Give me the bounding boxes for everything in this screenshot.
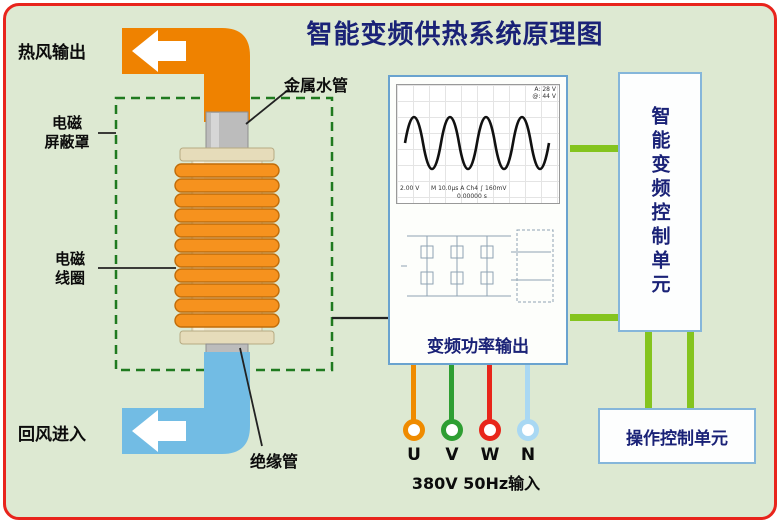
scope-readout-2: @: 44 V bbox=[532, 93, 556, 100]
scope-readout-timebase: M 10.0μs A Ch4 ∫ 160mV bbox=[431, 185, 507, 193]
phase-terminal-u: U bbox=[402, 365, 426, 477]
connector-panel-to-control-top bbox=[570, 145, 618, 152]
phase-ring-u bbox=[403, 419, 425, 441]
metal-water-pipe-highlight bbox=[211, 113, 219, 151]
phase-label-w: W bbox=[480, 445, 500, 465]
leader-lines bbox=[98, 89, 289, 447]
insulation-pipe-label: 绝缘管 bbox=[250, 452, 299, 471]
connector-control-to-operation-right bbox=[687, 332, 694, 408]
phase-ring-v bbox=[441, 419, 463, 441]
phase-terminal-w: W bbox=[478, 365, 502, 477]
insulation-leader-line bbox=[239, 347, 263, 447]
metal-water-pipe-label: 金属水管 bbox=[284, 76, 349, 95]
hot-air-output-label: 热风输出 bbox=[18, 43, 86, 63]
frequency-control-unit-label: 智能变频控制单元 bbox=[648, 106, 671, 298]
phase-label-u: U bbox=[407, 445, 421, 465]
hot-air-arrow-icon bbox=[132, 30, 186, 72]
cylinder-top-flange bbox=[179, 147, 275, 162]
scope-readout-1: A: 28 V bbox=[534, 86, 556, 93]
power-output-label: 变频功率输出 bbox=[427, 337, 529, 357]
page-title: 智能变频供热系统原理图 bbox=[306, 20, 604, 50]
metal-pipe-leader-line bbox=[245, 89, 289, 125]
phase-label-v: V bbox=[445, 445, 459, 465]
scope-readout-ch: 2.00 V bbox=[400, 185, 420, 193]
inverter-circuit-schematic bbox=[401, 229, 554, 303]
shield-label: 电磁 屏蔽罩 bbox=[44, 114, 90, 151]
phase-ring-n bbox=[517, 419, 539, 441]
phase-terminal-n: N bbox=[516, 365, 540, 477]
phase-wire-n bbox=[525, 365, 530, 421]
phase-ring-w bbox=[479, 419, 501, 441]
return-air-arrow-icon bbox=[132, 410, 186, 452]
connector-control-to-operation-left bbox=[645, 332, 652, 408]
phase-wire-u bbox=[411, 365, 416, 421]
phase-wire-w bbox=[487, 365, 492, 421]
return-air-input-label: 回风进入 bbox=[18, 425, 86, 445]
sine-waveform bbox=[403, 116, 551, 170]
phase-label-n: N bbox=[520, 445, 536, 465]
connector-panel-to-control-bottom bbox=[570, 314, 618, 321]
phase-wire-v bbox=[449, 365, 454, 421]
operation-control-unit-label: 操作控制单元 bbox=[626, 428, 728, 449]
power-input-caption: 380V 50Hz输入 bbox=[411, 474, 541, 493]
coil-label: 电磁 线圈 bbox=[54, 250, 85, 287]
phase-terminal-v: V bbox=[440, 365, 464, 477]
frequency-control-unit-box: 智能变频控制单元 bbox=[618, 72, 702, 332]
electromagnetic-coil bbox=[174, 163, 280, 328]
scope-readout-offset: 0.00000 s bbox=[457, 193, 487, 201]
operation-control-unit-box: 操作控制单元 bbox=[598, 408, 756, 464]
cylinder-bottom-flange bbox=[179, 330, 275, 345]
oscilloscope-screen: A: 28 V @: 44 V 2.00 V M 10.0μs A Ch4 ∫ … bbox=[396, 84, 560, 204]
